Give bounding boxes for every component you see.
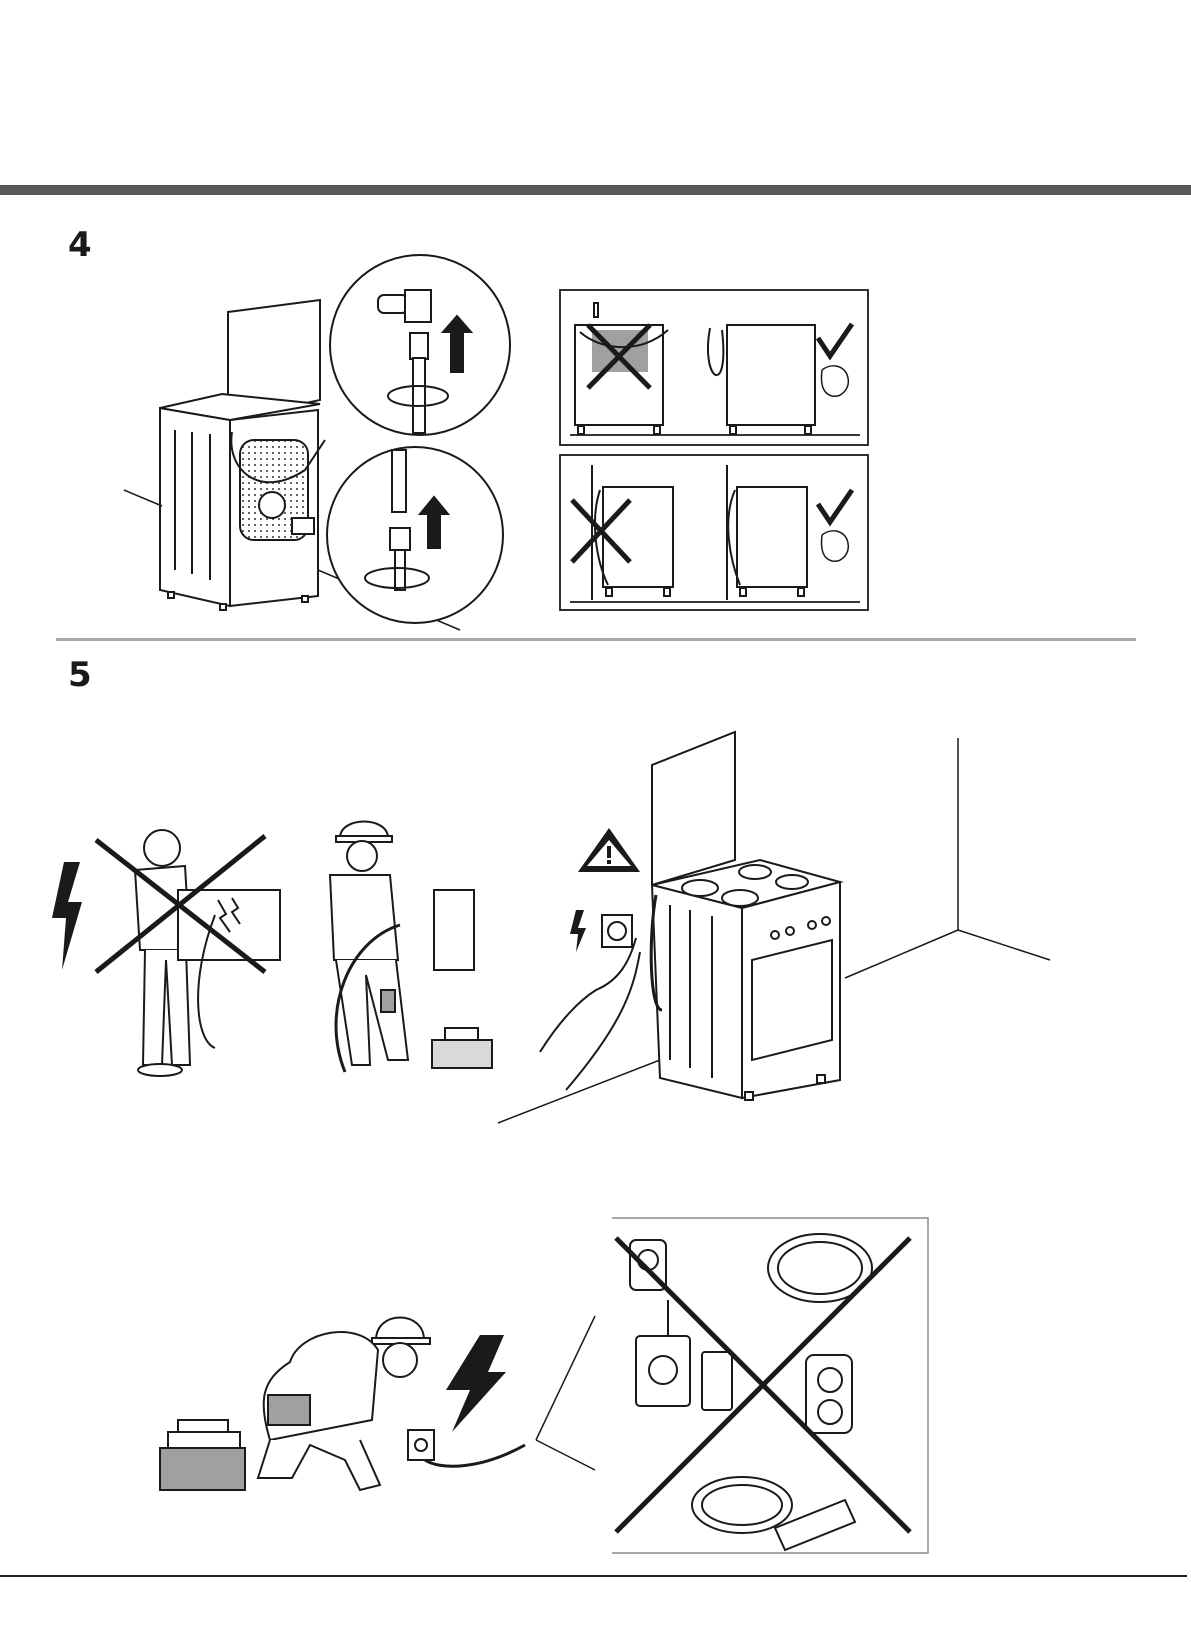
top-bar	[0, 185, 1191, 195]
electric-hazard-small-icon	[570, 910, 586, 952]
tap-connection-detail-icon	[330, 255, 510, 435]
qualified-technician-illustration	[330, 822, 492, 1073]
multi-socket-adapter-icon	[612, 1218, 928, 1553]
warning-triangle-icon	[578, 828, 640, 872]
electric-hazard-large-icon	[446, 1335, 506, 1432]
gas-stove-front-illustration	[651, 732, 840, 1100]
hose-nut-detail-icon	[327, 447, 503, 623]
electric-hazard-icon	[52, 862, 82, 970]
power-socket-icon	[540, 915, 640, 1090]
callout-lines	[536, 1316, 595, 1470]
bottom-rule	[0, 1575, 1187, 1577]
unqualified-person-illustration	[96, 830, 280, 1076]
section-divider	[56, 638, 1136, 641]
